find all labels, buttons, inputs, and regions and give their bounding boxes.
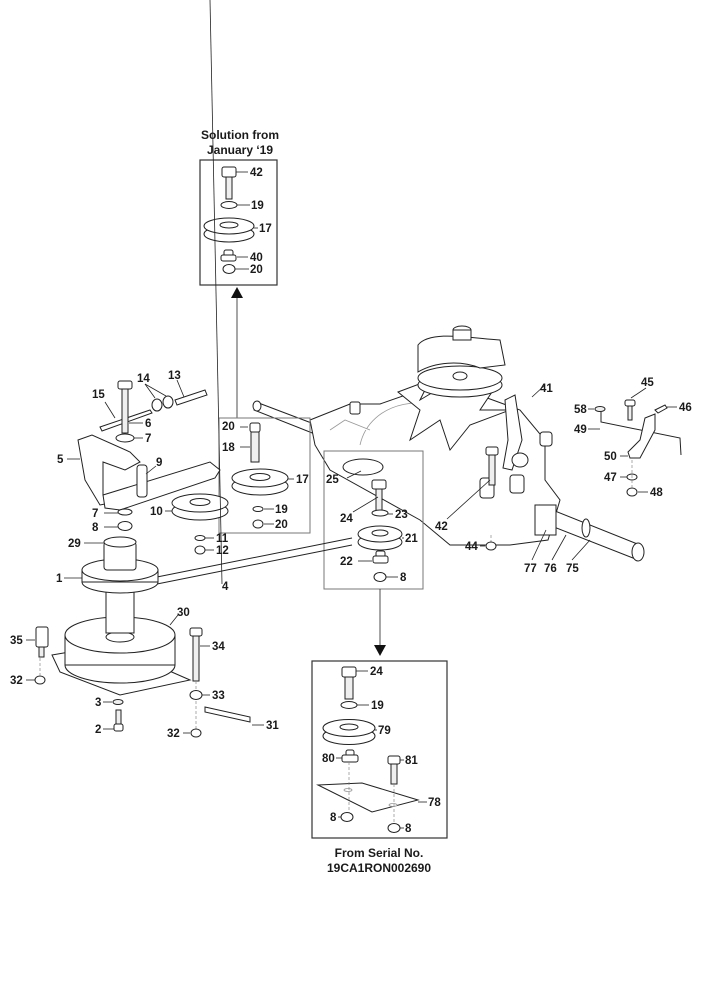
label-15: 15 [92,389,105,401]
label-21: 21 [405,533,418,545]
label-20-top: 20 [250,264,263,276]
label-11: 11 [216,533,229,545]
label-12: 12 [216,545,229,557]
label-78: 78 [428,797,441,809]
inset-bottom-frame [311,660,448,839]
label-47: 47 [604,472,617,484]
label-33: 33 [212,690,225,702]
label-20b: 20 [275,519,288,531]
label-35: 35 [10,635,23,647]
label-76: 76 [544,563,557,575]
bolt-42-main [485,446,499,486]
inset-top-caption-line2: January ‘19 [207,143,273,157]
nut-20 [222,264,236,274]
arrow-up-icon [231,287,243,298]
label-44: 44 [465,541,478,553]
group-box-idler-21 [323,450,424,590]
label-77: 77 [524,563,537,575]
clip-58 [594,406,606,412]
group-box-idler-17 [218,417,311,534]
label-10: 10 [150,506,163,518]
label-32a: 32 [10,675,23,687]
label-7a: 7 [145,433,151,445]
label-49: 49 [574,424,587,436]
label-80: 80 [322,753,335,765]
inset-top-frame [199,159,278,286]
nut-44 [485,541,497,551]
label-8-bottom-right: 8 [405,823,412,835]
label-3: 3 [95,697,101,709]
label-17: 17 [296,474,309,486]
spacer-40 [220,249,237,262]
belt-4 [151,537,353,579]
label-24: 24 [340,513,353,525]
label-46: 46 [679,402,692,414]
label-32b: 32 [167,728,180,740]
label-58: 58 [574,404,587,416]
label-41: 41 [540,383,553,395]
label-7b: 7 [92,508,98,520]
label-81: 81 [405,755,418,767]
idler-arm-group [77,380,229,555]
label-1: 1 [56,573,63,585]
label-29: 29 [68,538,81,550]
label-19-bottom: 19 [371,700,384,712]
label-4: 4 [222,581,229,593]
label-20a: 20 [222,421,235,433]
label-17-top: 17 [259,223,272,235]
idler-17-assembly [231,422,289,529]
nut-48 [626,487,638,497]
label-24-bottom: 24 [370,666,383,678]
label-19: 19 [275,504,288,516]
label-8: 8 [92,522,99,534]
label-13: 13 [168,370,181,382]
label-19-top: 19 [251,200,264,212]
control-rod-group [594,399,682,497]
label-79: 79 [378,725,391,737]
label-30: 30 [177,607,190,619]
bolt-46 [654,404,668,414]
bolt-42 [221,166,237,200]
inset-from-serial: 24 19 79 80 81 78 8 8 From S [311,660,448,875]
inset-solution-jan-19: Solution from January ‘19 42 19 17 40 [199,128,279,286]
bolt-45-head [624,399,636,407]
label-50: 50 [604,451,617,463]
bracket-50 [627,413,656,459]
label-42: 42 [435,521,448,533]
label-18: 18 [222,442,235,454]
label-48: 48 [650,487,663,499]
label-14: 14 [137,373,150,385]
label-45: 45 [641,377,654,389]
arrow-down-icon [374,645,386,656]
label-31: 31 [266,720,279,732]
label-8-bottom-left: 8 [330,812,337,824]
washer-19 [220,201,238,209]
label-34: 34 [212,641,225,653]
label-42-top: 42 [250,167,263,179]
label-25: 25 [326,474,339,486]
label-5: 5 [57,454,64,466]
label-23: 23 [395,509,408,521]
label-8-box: 8 [400,572,407,584]
label-22: 22 [340,556,353,568]
pulley-17 [203,217,255,243]
inset-bottom-caption-line1: From Serial No. [335,846,424,860]
electric-clutch-group [34,536,251,738]
label-2: 2 [95,724,101,736]
transmission-assembly [252,325,645,562]
label-40-top: 40 [250,252,263,264]
inset-top-caption-line1: Solution from [201,128,279,142]
label-6: 6 [145,418,151,430]
label-75: 75 [566,563,579,575]
inset-bottom-caption-line2: 19CA1RON002690 [327,861,431,875]
label-9: 9 [156,457,162,469]
